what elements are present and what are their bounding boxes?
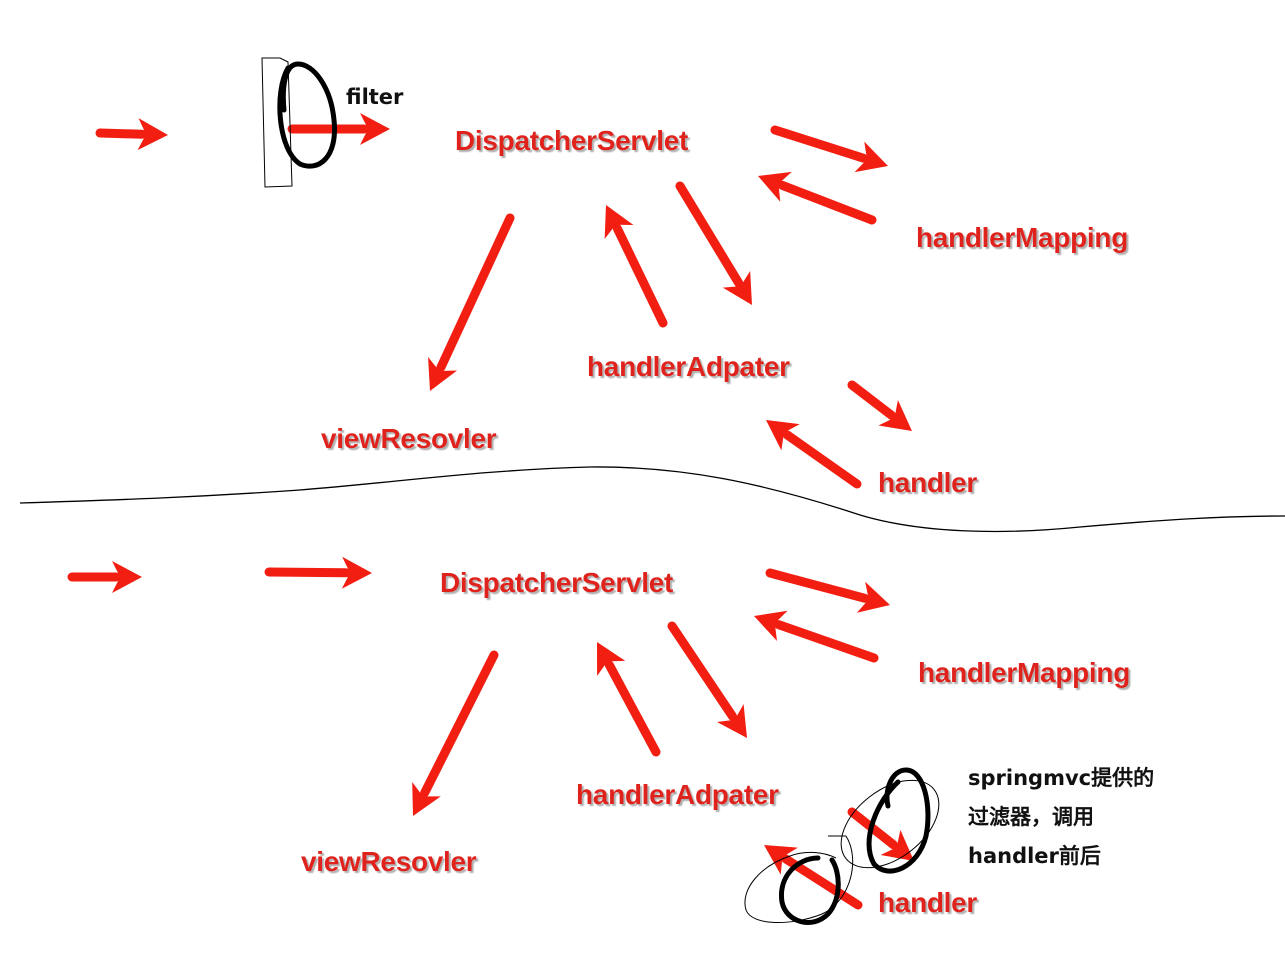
top-handler-mapping-label: handlerMapping — [916, 222, 1128, 253]
interceptor-note-line-1: springmvc提供的 — [968, 766, 1154, 790]
arrow-shaft — [782, 430, 862, 489]
bottom-handler-mapping-label: handlerMapping — [918, 657, 1130, 688]
arrow-shaft — [420, 650, 499, 798]
arrow-shaft — [847, 380, 896, 420]
interceptor-circle-mark-upper — [866, 767, 931, 874]
bottom-diagram: DispatcherServlet handlerMapping handler… — [67, 556, 1154, 925]
bottom-handler-adapter-label: handlerAdpater — [576, 779, 779, 810]
arrow-head — [412, 782, 441, 816]
arrow-head — [722, 271, 752, 305]
filter-note: filter — [346, 85, 404, 109]
arrow-head — [597, 642, 626, 676]
arrow-shaft — [604, 660, 661, 757]
arrow-shaft — [264, 567, 351, 578]
top-view-resolver-label: viewResovler — [321, 423, 497, 454]
bottom-arrow-dispatcher-to-mapping — [765, 568, 890, 613]
bottom-arrow-adapter-to-handler — [847, 807, 914, 861]
bottom-arrow-dispatcher-to-viewresolver — [412, 650, 499, 816]
bottom-handler-label: handler — [878, 887, 977, 918]
bottom-arrows — [67, 556, 914, 910]
top-arrow-adapter-to-handler — [847, 380, 912, 431]
arrow-head — [604, 205, 634, 239]
filter-annotation: filter — [261, 57, 404, 188]
arrow-head — [878, 400, 912, 431]
interceptor-note-line-2: 过滤器，调用 — [968, 805, 1094, 829]
interceptor-thin-ellipse-upper — [840, 779, 940, 869]
arrow-head — [856, 581, 890, 613]
arrow-shaft — [95, 128, 147, 139]
arrow-head — [754, 610, 788, 642]
interceptor-annotation: springmvc提供的 过滤器，调用 handler前后 — [744, 766, 1154, 925]
top-arrow-handler-to-adapter — [766, 420, 862, 489]
bottom-arrow-handler-to-adapter — [764, 845, 863, 910]
arrow-head — [112, 561, 142, 593]
top-arrow-mapping-to-dispatcher — [758, 171, 877, 225]
top-handler-label: handler — [878, 467, 977, 498]
arrow-shaft — [765, 568, 870, 603]
arrow-shaft — [770, 125, 868, 163]
arrow-shaft — [436, 213, 515, 372]
arrow-head — [428, 357, 458, 391]
arrow-head — [341, 556, 372, 589]
top-arrow-request-in — [95, 118, 168, 151]
bottom-arrow-dispatcher-to-adapter — [667, 621, 747, 738]
top-arrow-dispatcher-to-adapter — [675, 181, 752, 305]
interceptor-note-line-3: handler前后 — [968, 844, 1101, 868]
arrow-shaft — [675, 181, 744, 288]
arrow-shaft — [667, 621, 738, 721]
arrow-shaft — [612, 223, 668, 328]
bottom-arrow-mapping-to-dispatcher — [754, 610, 879, 663]
bottom-arrow-adapter-to-dispatcher — [597, 642, 661, 757]
bottom-arrow-into-dispatcher — [264, 556, 372, 589]
bottom-dispatcher-label: DispatcherServlet — [440, 567, 673, 598]
top-arrow-adapter-to-dispatcher — [604, 205, 668, 328]
top-handler-adapter-label: handlerAdpater — [587, 351, 790, 382]
arrow-head — [758, 171, 792, 202]
arrow-shaft — [774, 620, 879, 663]
interceptor-thin-ellipse-lower — [744, 835, 854, 923]
arrow-head — [854, 141, 888, 173]
filter-selection-box — [261, 57, 293, 188]
arrow-head — [360, 113, 390, 145]
section-divider-line — [19, 466, 1285, 533]
top-diagram: DispatcherServlet handlerMapping handler… — [95, 57, 1128, 498]
top-dispatcher-label: DispatcherServlet — [455, 125, 688, 156]
bottom-view-resolver-label: viewResovler — [301, 846, 477, 877]
top-arrow-into-dispatcher — [287, 113, 390, 145]
arrow-shaft — [777, 180, 877, 225]
filter-circle-mark — [277, 61, 338, 169]
arrow-head — [137, 118, 168, 151]
top-arrow-dispatcher-to-viewresolver — [428, 213, 515, 391]
bottom-arrow-request-in — [67, 561, 142, 593]
top-arrows — [95, 113, 912, 489]
arrow-head — [717, 704, 747, 738]
interceptor-circle-mark-lower — [779, 855, 841, 925]
arrow-head — [880, 829, 914, 861]
arrow-head — [766, 420, 800, 451]
top-arrow-dispatcher-to-mapping — [770, 125, 888, 173]
